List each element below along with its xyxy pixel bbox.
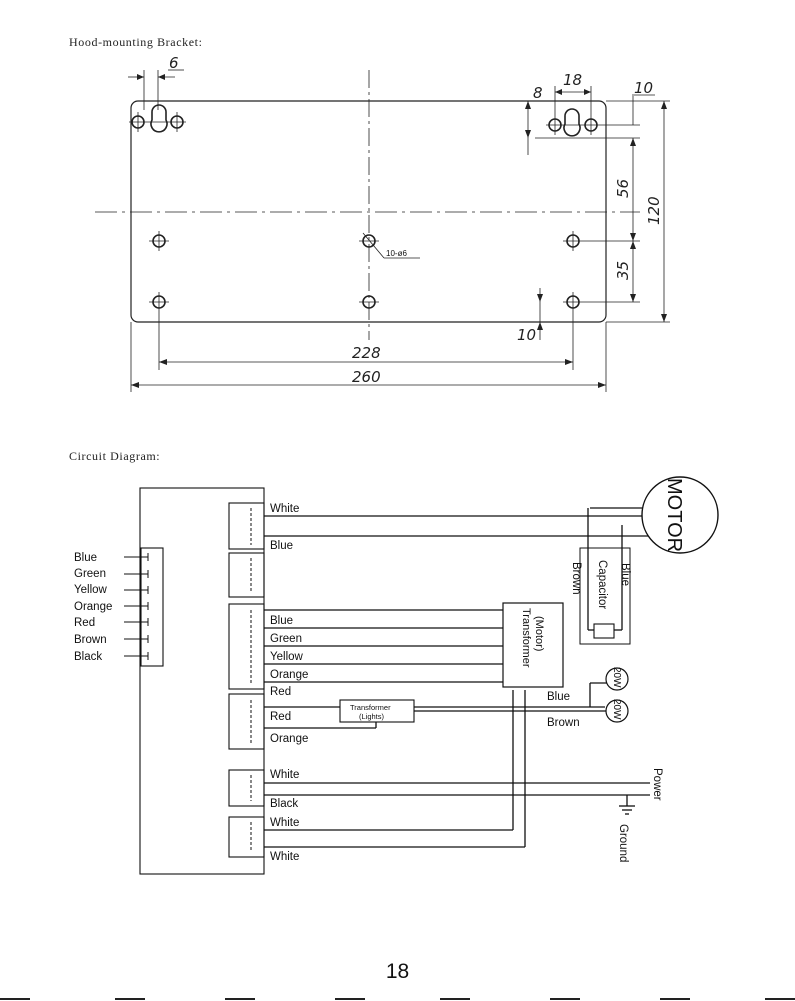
left-terminal-block xyxy=(141,548,163,666)
power-label: Power xyxy=(651,768,663,801)
motor-label: MOTOR xyxy=(663,478,685,552)
dim-120: 120 xyxy=(645,196,663,225)
wire-label-orange-lights: Orange xyxy=(270,733,308,745)
lamp-2 xyxy=(606,700,628,722)
dim-10-bottom: 10 xyxy=(517,326,536,344)
bracket-drawing: 6 8 18 10 56 120 35 10 228 260 10-ø6 xyxy=(0,0,795,440)
wire-label-white-motor: White xyxy=(270,503,299,515)
wire-label-lamp-blue: Blue xyxy=(547,691,570,703)
motor xyxy=(642,477,718,553)
dim-10-top: 10 xyxy=(634,79,653,97)
terminal-red: Red xyxy=(74,617,95,629)
dim-35: 35 xyxy=(614,261,632,280)
dim-228: 228 xyxy=(352,344,381,362)
transformer-motor-label-1: Transformer xyxy=(520,608,532,668)
dim-18: 18 xyxy=(563,71,582,89)
wire-label-red-top: Red xyxy=(270,686,291,698)
keyhole-slot-right xyxy=(564,109,580,136)
wire-label-blue: Blue xyxy=(270,615,293,627)
wire-label-cap-blue: Blue xyxy=(619,563,631,586)
wire-label-cap-brown: Brown xyxy=(570,562,582,595)
lamp-rating-2: 20W xyxy=(611,699,622,720)
wire-label-lamp-brown: Brown xyxy=(547,717,580,729)
transformer-motor-label-2: (Motor) xyxy=(533,616,545,651)
wire-label-white-low-2: White xyxy=(270,851,299,863)
capacitor-label: Capacitor xyxy=(596,560,608,609)
wire-label-white-power: White xyxy=(270,769,299,781)
terminal-green: Green xyxy=(74,568,106,580)
transformer-motor xyxy=(503,603,563,687)
control-board xyxy=(140,488,264,874)
transformer-lights xyxy=(340,700,414,722)
circuit-heading: Circuit Diagram: xyxy=(69,449,160,464)
keyhole-slot-left xyxy=(151,105,167,132)
wires xyxy=(264,508,660,847)
lamp-1 xyxy=(606,668,628,690)
page-number: 18 xyxy=(0,960,795,984)
terminal-orange: Orange xyxy=(74,601,112,613)
capacitor-outline xyxy=(580,548,630,644)
wire-label-orange: Orange xyxy=(270,669,308,681)
terminal-blue: Blue xyxy=(74,552,97,564)
wire-label-green: Green xyxy=(270,633,302,645)
capacitor-symbol xyxy=(594,624,614,638)
dim-6: 6 xyxy=(169,54,179,72)
lamp-rating-1: 20W xyxy=(611,667,622,688)
wire-label-red-lights: Red xyxy=(270,711,291,723)
wire-label-yellow: Yellow xyxy=(270,651,304,663)
ground-label: Ground xyxy=(617,824,629,862)
transformer-lights-label-1: Transformer xyxy=(350,703,391,712)
terminal-brown: Brown xyxy=(74,634,107,646)
hole-callout: 10-ø6 xyxy=(386,249,407,258)
dim-260: 260 xyxy=(352,368,381,386)
dim-56: 56 xyxy=(614,179,632,198)
footer-rule xyxy=(0,995,795,1001)
terminal-yellow: Yellow xyxy=(74,584,108,596)
wire-label-white-low-1: White xyxy=(270,817,299,829)
terminal-black: Black xyxy=(74,651,102,663)
transformer-lights-label-2: (Lights) xyxy=(359,712,385,721)
dim-8: 8 xyxy=(533,84,543,102)
wire-label-blue-motor: Blue xyxy=(270,540,293,552)
bracket-plate xyxy=(131,101,606,322)
wire-label-black-power: Black xyxy=(270,798,298,810)
